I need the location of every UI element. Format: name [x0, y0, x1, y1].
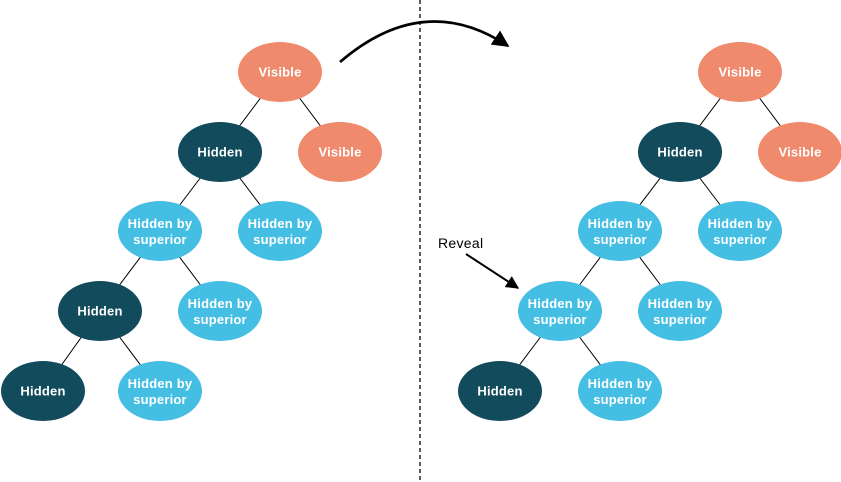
tree-node-visible: Visible — [758, 122, 841, 182]
node-ellipse — [178, 122, 262, 182]
node-label: Visible — [718, 65, 761, 80]
node-ellipse — [58, 281, 142, 341]
node-label: Hidden — [477, 384, 522, 399]
reveal-annotation: Reveal — [438, 235, 520, 289]
node-ellipse — [698, 42, 782, 102]
node-ellipse — [238, 201, 322, 261]
tree-node-visible: Visible — [298, 122, 382, 182]
tree-node-hidden: Hidden — [638, 122, 722, 182]
node-label: Visible — [258, 65, 301, 80]
node-label: Hidden — [77, 304, 122, 319]
node-ellipse — [1, 361, 85, 421]
tree-node-hidden: Hidden — [458, 361, 542, 421]
tree-node-visible: Visible — [698, 42, 782, 102]
node-label: Visible — [778, 145, 821, 160]
node-ellipse — [298, 122, 382, 182]
tree-node-visible: Visible — [238, 42, 322, 102]
node-ellipse — [638, 122, 722, 182]
node-label: Hidden — [657, 145, 702, 160]
reveal-arrow — [465, 253, 520, 289]
node-ellipse — [238, 42, 322, 102]
node-ellipse — [578, 201, 662, 261]
node-ellipse — [118, 201, 202, 261]
node-ellipse — [758, 122, 841, 182]
node-ellipse — [578, 361, 662, 421]
node-ellipse — [698, 201, 782, 261]
node-ellipse — [118, 361, 202, 421]
reveal-label: Reveal — [438, 235, 483, 251]
tree-node-hidden: Hidden — [58, 281, 142, 341]
node-ellipse — [518, 281, 602, 341]
node-label: Visible — [318, 145, 361, 160]
tree-node-hidden: Hidden — [1, 361, 85, 421]
node-label: Hidden — [197, 145, 242, 160]
node-ellipse — [178, 281, 262, 341]
transition-arrow — [339, 20, 510, 63]
node-ellipse — [458, 361, 542, 421]
node-ellipse — [638, 281, 722, 341]
tree-node-hidden: Hidden — [178, 122, 262, 182]
node-label: Hidden — [20, 384, 65, 399]
